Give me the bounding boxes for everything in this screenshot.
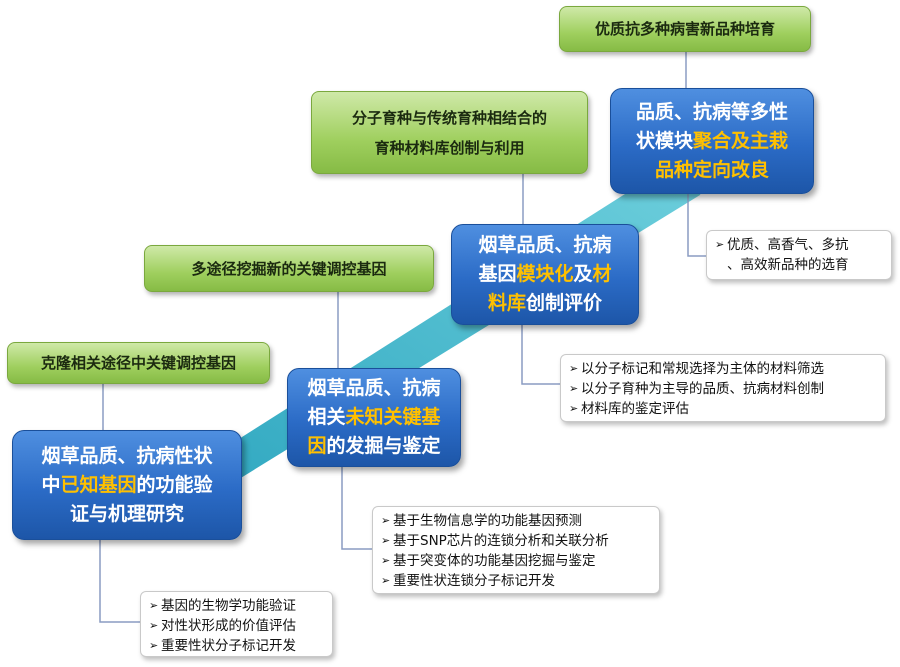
stage-text-run: 创制评价 [526,292,603,314]
detail-box-2: ➢基于生物信息学的功能基因预测 ➢基于SNP芯片的连锁分析和关联分析 ➢基于突变… [372,506,660,594]
detail-box-4: ➢优质、高香气、多抗 、高效新品种的选育 [706,230,892,280]
stage-line: 中已知基因的功能验 [41,471,212,500]
detail-item: ➢基因的生物学功能验证 [149,596,324,616]
stage-text-1: 烟草品质、抗病性状中已知基因的功能验证与机理研究 [41,442,212,529]
stage-line: 因的发掘与鉴定 [307,432,440,461]
stage-highlight-text: 聚合及主栽 [693,129,789,152]
stage-line: 基因模块化及材 [478,260,611,289]
goal-text-3a: 分子育种与传统育种相结合的 [351,108,547,127]
connector-detail3 [521,323,560,385]
stage-highlight-text: 材 [592,263,612,285]
stage-text-run: 相关 [307,406,346,428]
bullet-icon: ➢ [149,639,159,652]
goal-text-3b: 育种材料库创制与利用 [374,138,525,157]
bullet-icon: ➢ [715,238,725,251]
stage-highlight-text: 已知基因 [60,473,137,496]
stage-line: 烟草品质、抗病性状 [41,442,212,471]
detail-item: 、高效新品种的选育 [715,255,883,275]
stage-box-1: 烟草品质、抗病性状中已知基因的功能验证与机理研究 [12,430,242,540]
stage-text-run: 证与机理研究 [69,502,184,525]
stage-text-run: 烟草品质、抗病性状 [41,444,213,467]
bullet-icon: ➢ [569,382,579,395]
goal-text-2: 多途径挖掘新的关键调控基因 [191,259,387,278]
detail-text: 重要性状连锁分子标记开发 [393,573,555,589]
detail-text: 基因的生物学功能验证 [161,598,296,614]
detail-text: 基于生物信息学的功能基因预测 [393,513,582,529]
detail-text: 、高效新品种的选育 [727,257,849,273]
stage-line: 烟草品质、抗病 [478,231,611,260]
connector-lines [99,50,706,623]
detail-item: ➢对性状形成的价值评估 [149,616,324,636]
goal-box-4: 优质抗多种病害新品种培育 [559,6,811,52]
detail-item: ➢基于突变体的功能基因挖掘与鉴定 [381,551,651,571]
detail-text: 基于SNP芯片的连锁分析和关联分析 [393,533,609,549]
stage-line: 证与机理研究 [41,500,212,529]
stage-line: 品质、抗病等多性 [636,98,788,127]
stage-text-run: 基因 [478,263,517,285]
stage-line: 料库创制评价 [478,289,611,318]
stage-line: 相关未知关键基 [307,403,440,432]
stage-line: 品种定向改良 [636,156,788,185]
detail-item: ➢基于生物信息学的功能基因预测 [381,511,651,531]
stage-text-run: 的发掘与鉴定 [326,435,441,457]
detail-item: ➢重要性状连锁分子标记开发 [381,571,651,591]
stage-highlight-text: 料库 [487,292,526,314]
stage-highlight-text: 模块化 [516,263,574,285]
detail-box-3: ➢以分子标记和常规选择为主体的材料筛选 ➢以分子育种为主导的品质、抗病材料创制 … [560,354,886,422]
detail-text: 重要性状分子标记开发 [161,638,296,654]
bullet-icon: ➢ [569,402,579,415]
bullet-icon: ➢ [381,514,391,527]
connector-detail1 [99,538,140,623]
stage-highlight-text: 未知关键基 [345,406,441,428]
goal-box-2: 多途径挖掘新的关键调控基因 [144,245,434,292]
stage-box-2: 烟草品质、抗病相关未知关键基因的发掘与鉴定 [287,368,461,467]
detail-item: ➢优质、高香气、多抗 [715,235,883,255]
connector-detail2 [341,465,372,550]
detail-item: ➢以分子标记和常规选择为主体的材料筛选 [569,359,877,379]
bullet-icon: ➢ [569,362,579,375]
detail-item: ➢以分子育种为主导的品质、抗病材料创制 [569,379,877,399]
stage-text-4: 品质、抗病等多性状模块聚合及主栽品种定向改良 [636,98,788,185]
goal-text-4: 优质抗多种病害新品种培育 [594,20,775,38]
detail-text: 对性状形成的价值评估 [161,618,296,634]
detail-item: ➢重要性状分子标记开发 [149,636,324,656]
stage-text-run: 烟草品质、抗病 [307,377,441,399]
bullet-icon: ➢ [381,534,391,547]
detail-box-1: ➢基因的生物学功能验证 ➢对性状形成的价值评估 ➢重要性状分子标记开发 [140,591,333,657]
detail-text: 优质、高香气、多抗 [727,237,849,253]
stage-text-run: 品质、抗病等多性 [635,100,788,123]
goal-text-1: 克隆相关途径中关键调控基因 [40,354,236,372]
connector-detail4 [687,192,706,257]
goal-box-1: 克隆相关途径中关键调控基因 [7,342,270,384]
detail-text: 材料库的鉴定评估 [581,401,689,417]
detail-text: 以分子育种为主导的品质、抗病材料创制 [581,381,824,397]
stage-highlight-text: 品种定向改良 [654,158,769,181]
stage-text-3: 烟草品质、抗病基因模块化及材料库创制评价 [478,231,611,318]
stage-line: 烟草品质、抗病 [307,374,440,403]
stage-text-run: 状模块 [635,129,693,152]
bullet-icon: ➢ [381,554,391,567]
detail-text: 基于突变体的功能基因挖掘与鉴定 [393,553,596,569]
detail-text: 以分子标记和常规选择为主体的材料筛选 [581,361,824,377]
detail-item: ➢材料库的鉴定评估 [569,399,877,419]
detail-item: ➢基于SNP芯片的连锁分析和关联分析 [381,531,651,551]
bullet-icon: ➢ [149,619,159,632]
stage-highlight-text: 因 [307,435,327,457]
stage-text-run: 中 [41,473,61,496]
goal-box-3: 分子育种与传统育种相结合的 育种材料库创制与利用 [311,91,588,174]
bullet-icon: ➢ [381,574,391,587]
stage-box-4: 品质、抗病等多性状模块聚合及主栽品种定向改良 [610,88,814,194]
stage-text-run: 及 [573,263,593,285]
stage-line: 状模块聚合及主栽 [636,127,788,156]
bullet-icon: ➢ [149,599,159,612]
stage-box-3: 烟草品质、抗病基因模块化及材料库创制评价 [451,224,639,325]
stage-text-2: 烟草品质、抗病相关未知关键基因的发掘与鉴定 [307,374,440,461]
stage-text-run: 烟草品质、抗病 [478,234,612,256]
stage-text-run: 的功能验 [136,473,213,496]
